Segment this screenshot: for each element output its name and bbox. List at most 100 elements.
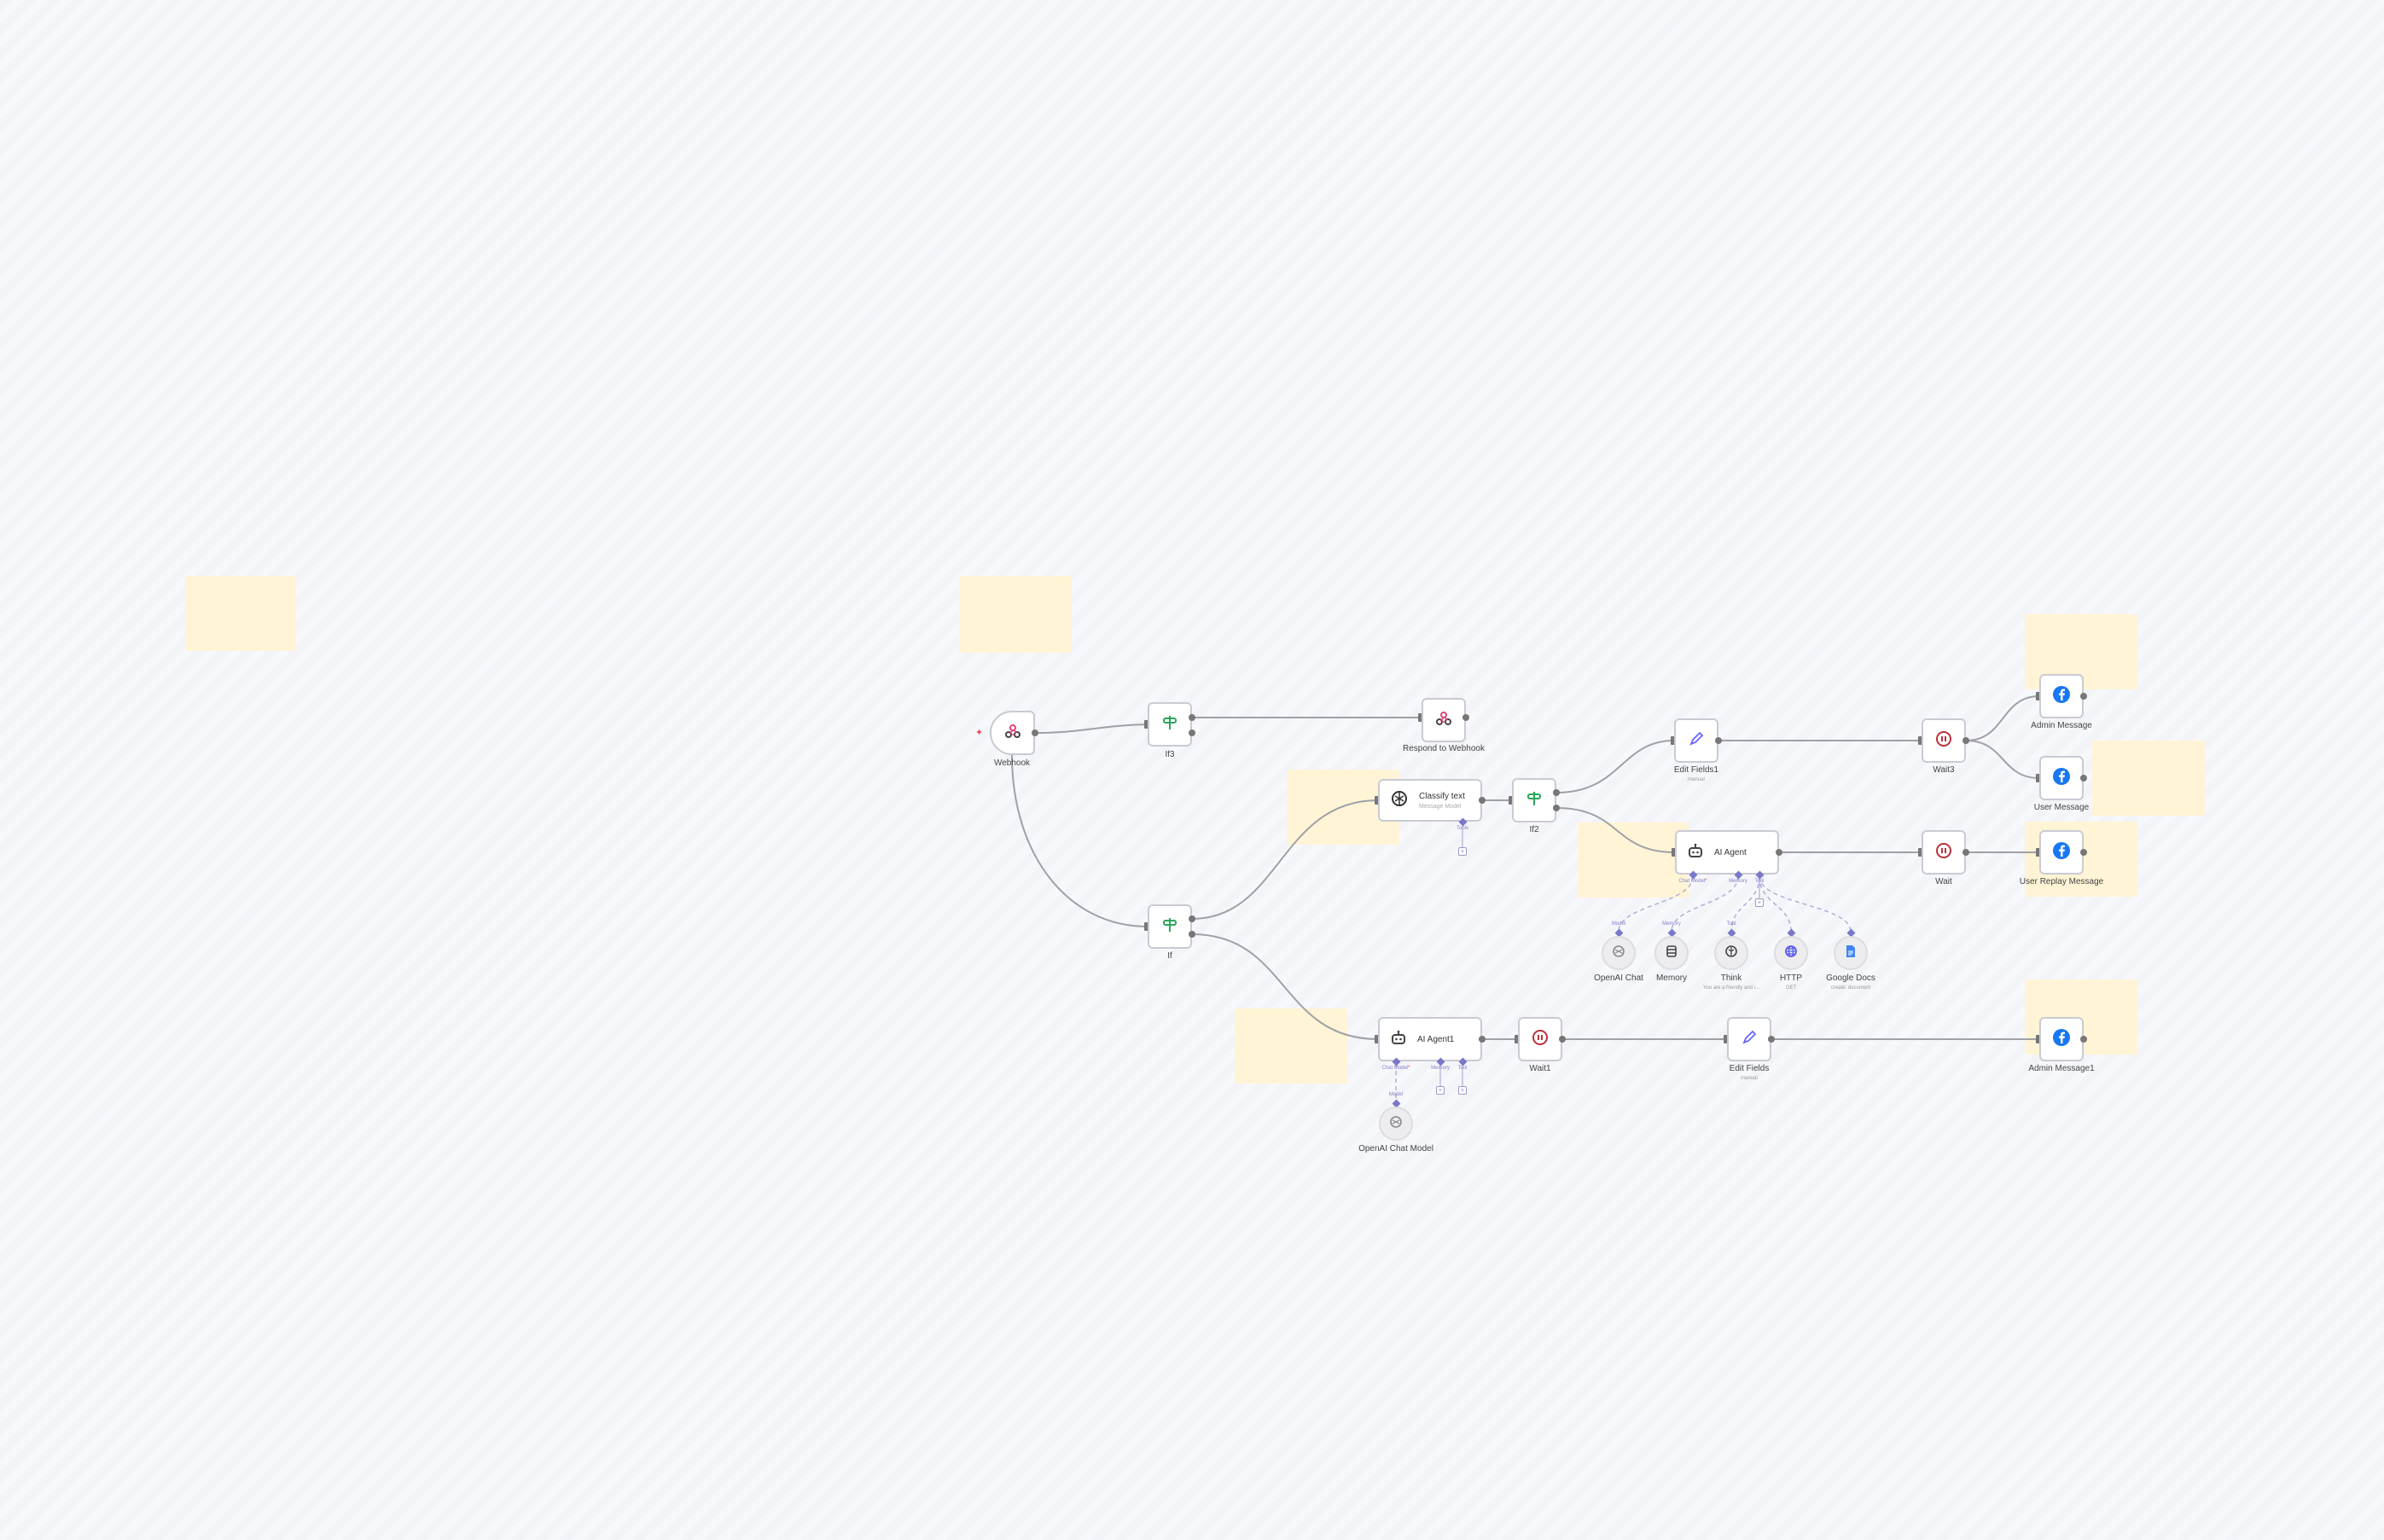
output-handle[interactable]	[1462, 714, 1469, 721]
output-handle[interactable]	[1776, 849, 1782, 856]
output-handle[interactable]	[1962, 737, 1969, 744]
sticky-note[interactable]	[959, 576, 1072, 653]
node-wait1[interactable]	[1518, 1017, 1562, 1061]
output-handle[interactable]	[2080, 1036, 2087, 1043]
add-memory-button[interactable]: +	[1436, 1086, 1445, 1095]
output-handle[interactable]	[1479, 797, 1486, 804]
input-handle[interactable]	[1509, 796, 1513, 805]
node-subtitle: Message Model	[1419, 803, 1462, 810]
input-handle[interactable]	[1375, 1035, 1379, 1043]
node-if3[interactable]	[1148, 702, 1192, 747]
node-edit-fields1[interactable]	[1674, 718, 1718, 763]
node-user-message[interactable]	[2039, 756, 2084, 800]
node-respond-to-webhook[interactable]	[1422, 698, 1466, 742]
node-title: AI Agent	[1714, 847, 1747, 857]
node-if[interactable]	[1148, 904, 1192, 949]
node-ai-agent[interactable]: AI Agent	[1675, 830, 1779, 875]
input-handle[interactable]	[1918, 736, 1922, 745]
node-ai-agent1[interactable]: AI Agent1	[1378, 1017, 1482, 1061]
subnode-port-label: Model	[1388, 1092, 1404, 1097]
input-handle[interactable]	[1671, 736, 1675, 745]
add-tool-button[interactable]: +	[1458, 847, 1467, 856]
node-admin-message[interactable]	[2039, 674, 2084, 718]
output-handle-false[interactable]	[1189, 931, 1195, 938]
subnode-think[interactable]	[1714, 936, 1748, 970]
output-handle[interactable]	[1768, 1036, 1775, 1043]
think-icon	[1724, 944, 1738, 962]
subnode-http[interactable]	[1774, 936, 1808, 970]
sticky-note[interactable]	[185, 576, 296, 651]
node-admin-message1[interactable]	[2039, 1017, 2084, 1061]
node-edit-fields[interactable]	[1727, 1017, 1771, 1061]
pencil-icon	[1688, 730, 1705, 752]
facebook-icon	[2052, 841, 2071, 864]
if-signpost-icon	[1161, 714, 1178, 735]
output-handle[interactable]	[2080, 693, 2087, 700]
edge-wait3-admin	[1965, 695, 2040, 741]
output-handle-false[interactable]	[1553, 805, 1560, 811]
sticky-note[interactable]	[1578, 822, 1689, 898]
node-classify-text[interactable]: Classify text Message Model	[1378, 779, 1482, 822]
edge-webhook-if	[1011, 754, 1148, 927]
subnode-google-docs[interactable]	[1834, 936, 1868, 970]
output-handle[interactable]	[1479, 1036, 1486, 1043]
input-handle[interactable]	[2036, 692, 2040, 700]
node-webhook[interactable]	[990, 711, 1035, 755]
output-handle[interactable]	[2080, 775, 2087, 782]
facebook-icon	[2052, 1028, 2071, 1051]
subnode-sublabel: create: document	[1830, 985, 1871, 991]
output-handle-true[interactable]	[1553, 789, 1560, 796]
node-user-replay-message[interactable]	[2039, 830, 2084, 875]
input-handle[interactable]	[1144, 922, 1148, 931]
node-label: Edit Fields	[1729, 1064, 1770, 1073]
node-wait3[interactable]	[1922, 718, 1966, 763]
output-handle[interactable]	[1032, 729, 1038, 736]
node-label: If	[1167, 951, 1172, 961]
add-tool-button[interactable]: +	[1755, 898, 1764, 907]
subnode-label: OpenAI Chat Model	[1358, 1144, 1433, 1154]
node-wait[interactable]	[1922, 830, 1966, 875]
output-handle[interactable]	[1559, 1036, 1566, 1043]
input-handle[interactable]	[1672, 848, 1676, 857]
subnode-openai-chat-model[interactable]	[1379, 1107, 1413, 1141]
input-handle[interactable]	[2036, 774, 2040, 782]
output-handle-false[interactable]	[1189, 729, 1195, 736]
edge-webhook-if3	[1034, 724, 1148, 734]
edge-aiagent-gdocs	[1759, 875, 1852, 933]
input-handle[interactable]	[1375, 796, 1379, 805]
subnode-openai-chat[interactable]	[1602, 936, 1636, 970]
node-if2[interactable]	[1512, 778, 1556, 822]
if-signpost-icon	[1526, 790, 1543, 811]
output-handle[interactable]	[1715, 737, 1722, 744]
sticky-note[interactable]	[2092, 741, 2205, 816]
input-handle[interactable]	[2036, 1035, 2040, 1043]
subnode-label: OpenAI Chat	[1594, 973, 1643, 983]
input-handle[interactable]	[1144, 720, 1148, 729]
trigger-lightning-icon: ✦	[975, 728, 984, 738]
pause-icon	[1532, 1029, 1549, 1050]
input-handle[interactable]	[1515, 1035, 1519, 1043]
sticky-note[interactable]	[1235, 1008, 1347, 1084]
port-label-memory: Memory	[1729, 879, 1747, 884]
subnode-port-label: Model	[1611, 921, 1626, 927]
port-label: Tools	[1456, 826, 1469, 831]
output-handle[interactable]	[1962, 849, 1969, 856]
port-label-tool: Tool	[1457, 1066, 1468, 1071]
add-tool-button[interactable]: +	[1458, 1086, 1467, 1095]
facebook-icon	[2052, 767, 2071, 790]
output-handle-true[interactable]	[1189, 915, 1195, 922]
input-handle[interactable]	[1418, 713, 1422, 722]
subnode-label: Memory	[1655, 973, 1688, 983]
input-handle[interactable]	[1918, 848, 1922, 857]
edge-aiagent-http	[1759, 875, 1792, 933]
edge-wait3-user	[1965, 740, 2040, 779]
subnode-memory[interactable]	[1654, 936, 1689, 970]
input-handle[interactable]	[1724, 1035, 1728, 1043]
output-handle[interactable]	[2080, 849, 2087, 856]
input-handle[interactable]	[2036, 848, 2040, 857]
output-handle-true[interactable]	[1189, 714, 1195, 721]
node-label: Admin Message	[2031, 721, 2092, 730]
port-label-chat-model: Chat Model*	[1381, 1066, 1410, 1071]
